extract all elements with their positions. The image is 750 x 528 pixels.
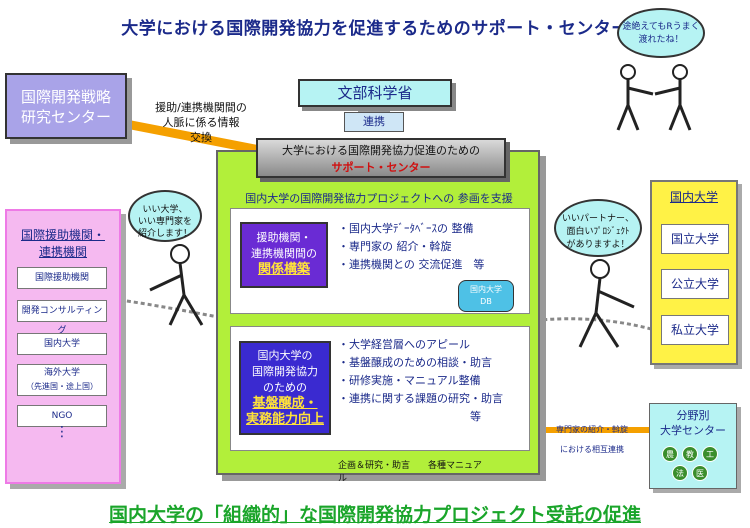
- right-figure-illustration: [578, 259, 635, 348]
- left-item: 国内大学: [17, 333, 107, 355]
- support-center-header: 大学における国際開発協力促進のための サポート・センター: [256, 138, 506, 178]
- strategy-center-line1: 国際開発戦略: [20, 88, 111, 106]
- field-line1: 分野別: [676, 409, 710, 422]
- right-item: 国立大学: [661, 224, 729, 254]
- p2-strong1: 基盤醸成・: [252, 396, 318, 411]
- field-note: 専門家の紹介・斡旋 における相互連携: [546, 420, 638, 460]
- bubble-left-line3: 紹介します！: [137, 229, 192, 239]
- capacity-tag: 国内大学の 国際開発協力 のための 基盤醸成・ 実務能力向上: [239, 341, 331, 435]
- p1-line2: 連携機関間の: [251, 247, 317, 260]
- p2-strong2: 実務能力向上: [245, 412, 324, 427]
- more-dots: ⋮: [55, 424, 69, 440]
- overseas-label: 海外大学: [43, 368, 80, 378]
- left-figure-illustration: [149, 244, 204, 326]
- field-note-line2: における相互連携: [560, 445, 624, 454]
- field-orb: 法: [672, 465, 688, 481]
- p1-strong: 関係構築: [257, 262, 310, 277]
- orange-connector: [125, 119, 261, 155]
- note-line1: 援助/連携機関間の: [155, 101, 247, 114]
- note-line3: 交換: [190, 131, 212, 144]
- field-center-title: 分野別 大学センター: [649, 408, 737, 438]
- link-label: 連携: [344, 112, 404, 132]
- db-line1: 国内大学: [470, 285, 502, 294]
- speech-bubble-left: いい大学、 いい専門家を 紹介します！: [128, 190, 202, 242]
- p1-item: ・国内大学ﾃﾞｰﾀﾍﾞｰｽの 整備: [338, 222, 474, 235]
- speech-bubble-right: いいパートナー、 面白いﾌﾟﾛｼﾞｪｸﾄ がありますよ！: [554, 199, 642, 257]
- p1-item: ・専門家の 紹介・斡旋: [338, 240, 452, 253]
- field-orb: 農: [662, 446, 678, 462]
- bubble-top-line1: 途絶えてもRうまく: [622, 22, 700, 32]
- handshake-illustration: [616, 64, 692, 131]
- left-title-line2: 連携機関: [38, 245, 87, 259]
- left-item-overseas: 海外大学 （先進国・途上国）: [17, 364, 107, 396]
- p1-line1: 援助機関・: [256, 231, 312, 244]
- support-subheading: 国内大学の国際開発協力プロジェクトへの 参画を支援: [245, 192, 513, 205]
- rope-line: [119, 298, 656, 353]
- db-line2: DB: [480, 297, 492, 306]
- left-item: 国際援助機関: [17, 267, 107, 289]
- field-note-line1: 専門家の紹介・斡旋: [556, 425, 628, 434]
- page-title: 大学における国際開発協力を促進するためのサポート・センター: [121, 19, 629, 39]
- relationship-tag: 援助機関・ 連携機関間の 関係構築: [240, 222, 328, 288]
- domestic-univ-title: 国内大学: [669, 190, 718, 204]
- p2-item: ・連携に関する課題の研究・助言: [338, 392, 503, 405]
- p2-item: ・基盤醸成のための相談・助言: [338, 356, 492, 369]
- support-head-line2: サポート・センター: [331, 161, 431, 174]
- support-head-line1: 大学における国際開発協力促進のための: [282, 144, 480, 157]
- bottom-title: 国内大学の「組織的」な国際開発協力プロジェクト受託の促進: [108, 504, 641, 526]
- left-item: NGO: [17, 405, 107, 427]
- p2-item: ・大学経営層へのアピール: [338, 338, 470, 351]
- aid-agencies-title: 国際援助機関・ 連携機関: [10, 227, 116, 261]
- overseas-sub: （先進国・途上国）: [26, 382, 98, 391]
- bubble-right-line3: がありますよ！: [566, 240, 630, 250]
- speech-bubble-top: 途絶えてもRうまく 渡れたね！: [617, 8, 705, 58]
- p2-line3: のための: [263, 381, 307, 394]
- field-orb: 教: [682, 446, 698, 462]
- right-item: 公立大学: [661, 269, 729, 299]
- p2-line2: 国際開発協力: [252, 365, 318, 378]
- relationship-list: ・国内大学ﾃﾞｰﾀﾍﾞｰｽの 整備 ・専門家の 紹介・斡旋 ・連携機関との 交流…: [338, 220, 484, 274]
- field-orb: 医: [692, 465, 708, 481]
- field-orb: 工: [702, 446, 718, 462]
- p2-item: ・研修実施・マニュアル整備: [338, 374, 481, 387]
- info-exchange-note: 援助/連携機関間の 人脈に係る情報 交換: [136, 100, 266, 145]
- capacity-list: ・大学経営層へのアピール ・基盤醸成のための相談・助言 ・研修実施・マニュアル整…: [338, 336, 503, 426]
- left-item: 開発コンサルティング: [17, 300, 107, 336]
- note-line2: 人脈に係る情報: [162, 116, 240, 129]
- manual-caption: 企画＆研究・助言 各種マニュアル: [338, 461, 482, 484]
- mext-box: 文部科学省: [298, 79, 452, 107]
- bubble-left-line2: いい専門家を: [137, 217, 192, 227]
- strategy-center-box: 国際開発戦略 研究センター: [5, 73, 127, 139]
- right-item: 私立大学: [661, 315, 729, 345]
- p1-item: ・連携機関との 交流促進 等: [338, 258, 485, 271]
- strategy-center-line2: 研究センター: [20, 108, 111, 126]
- p2-line1: 国内大学の: [257, 349, 313, 362]
- field-line2: 大学センター: [660, 424, 726, 437]
- bubble-right-line2: 面白いﾌﾟﾛｼﾞｪｸﾄ: [566, 227, 630, 237]
- bubble-top-line2: 渡れたね！: [638, 35, 684, 45]
- left-title-line1: 国際援助機関・: [20, 228, 105, 242]
- university-db-icon: 国内大学 DB: [458, 280, 514, 312]
- p2-item: 等: [470, 410, 481, 423]
- bubble-left-line1: いい大学、: [142, 205, 188, 215]
- bubble-right-line1: いいパートナー、: [562, 214, 634, 224]
